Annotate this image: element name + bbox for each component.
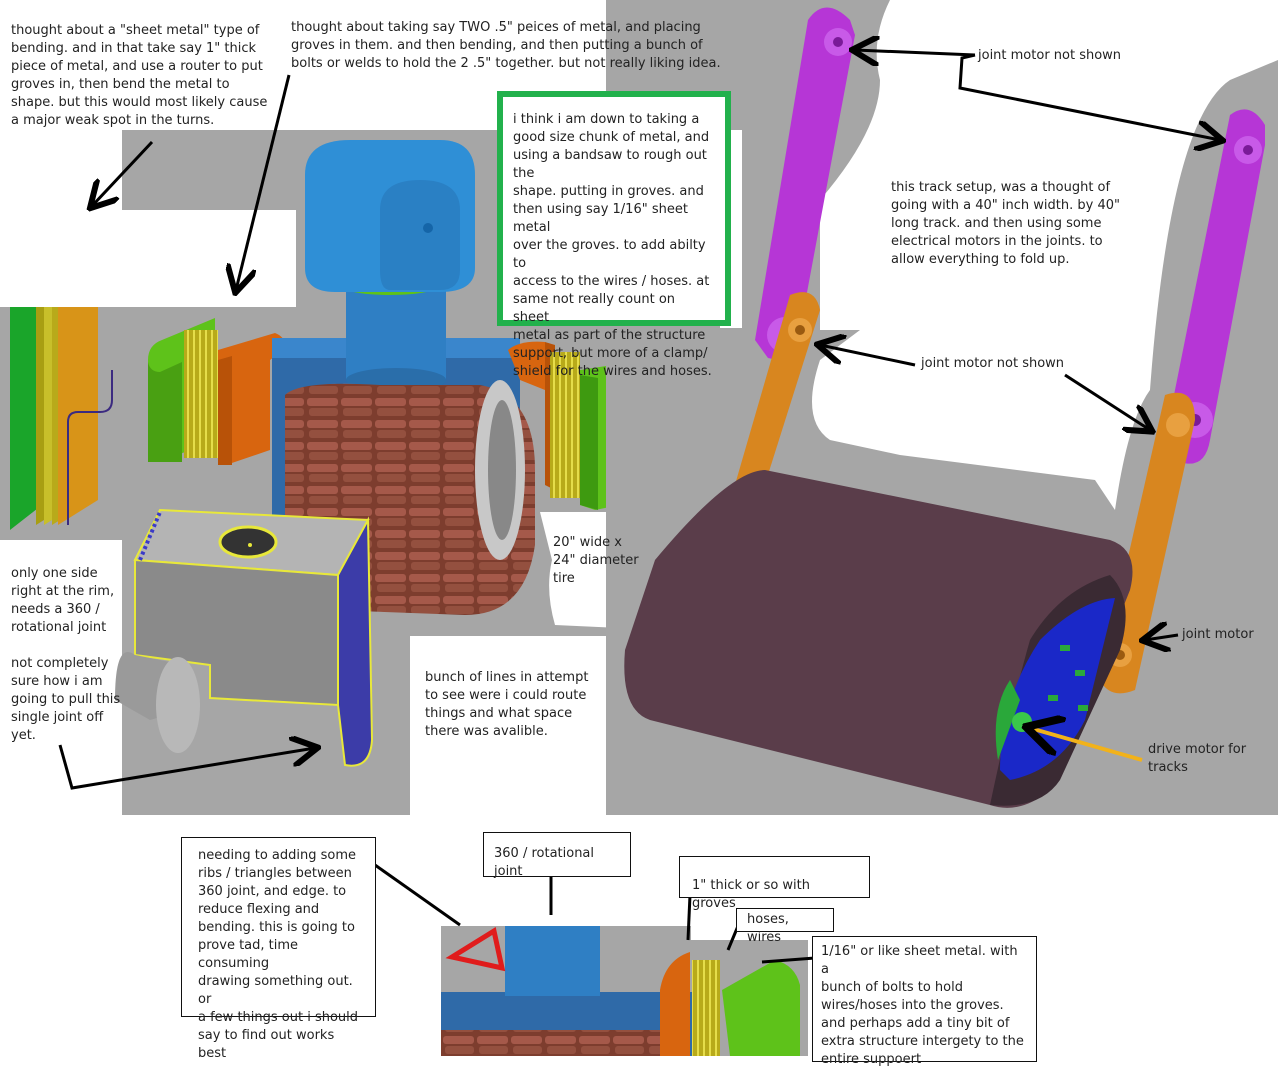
note-chunk-of-metal: i think i am down to taking a good size … bbox=[513, 112, 712, 379]
bottom-crop-render bbox=[441, 926, 800, 1056]
arm-lower-left bbox=[732, 292, 820, 500]
bracket-trio-left bbox=[148, 318, 285, 465]
label-joint-motor-not-shown-top: joint motor not shown bbox=[978, 48, 1122, 63]
note-sheet-metal-bolts: 1/16" or like sheet metal. with a bunch … bbox=[812, 936, 1037, 1067]
label-tire-size: 20" wide x 24" diameter tire bbox=[553, 535, 639, 586]
highlight-box: i think i am down to taking a good size … bbox=[497, 91, 731, 379]
label-hoses-wires: hoses, wires bbox=[736, 908, 834, 945]
note-one-side: only one side right at the rim, needs a … bbox=[11, 566, 115, 635]
label-rotational-joint: 360 / rotational joint bbox=[483, 832, 631, 879]
drive-motor-arrow bbox=[1030, 728, 1143, 762]
label-drive-motor: drive motor for tracks bbox=[1148, 742, 1247, 775]
label-one-inch-thick: 1" thick or so with groves bbox=[679, 856, 870, 911]
note-not-sure: not completely sure how i am going to pu… bbox=[11, 656, 121, 743]
label-joint-motor: joint motor bbox=[1182, 627, 1254, 642]
joint-bracket bbox=[115, 508, 374, 767]
note-sheet-metal: thought about a "sheet metal" type of be… bbox=[11, 23, 268, 128]
label-joint-motor-not-shown-mid: joint motor not shown bbox=[921, 356, 1065, 371]
note-bunch-of-lines: bunch of lines in attempt to see were i … bbox=[425, 670, 589, 739]
annotation-arrows bbox=[58, 50, 1220, 964]
note-two-pieces: thought about taking say TWO .5" peices … bbox=[291, 20, 721, 71]
note-ribs: needing to adding some ribs / triangles … bbox=[181, 837, 376, 1061]
note-track-setup: this track setup, was a thought of going… bbox=[891, 180, 1120, 267]
